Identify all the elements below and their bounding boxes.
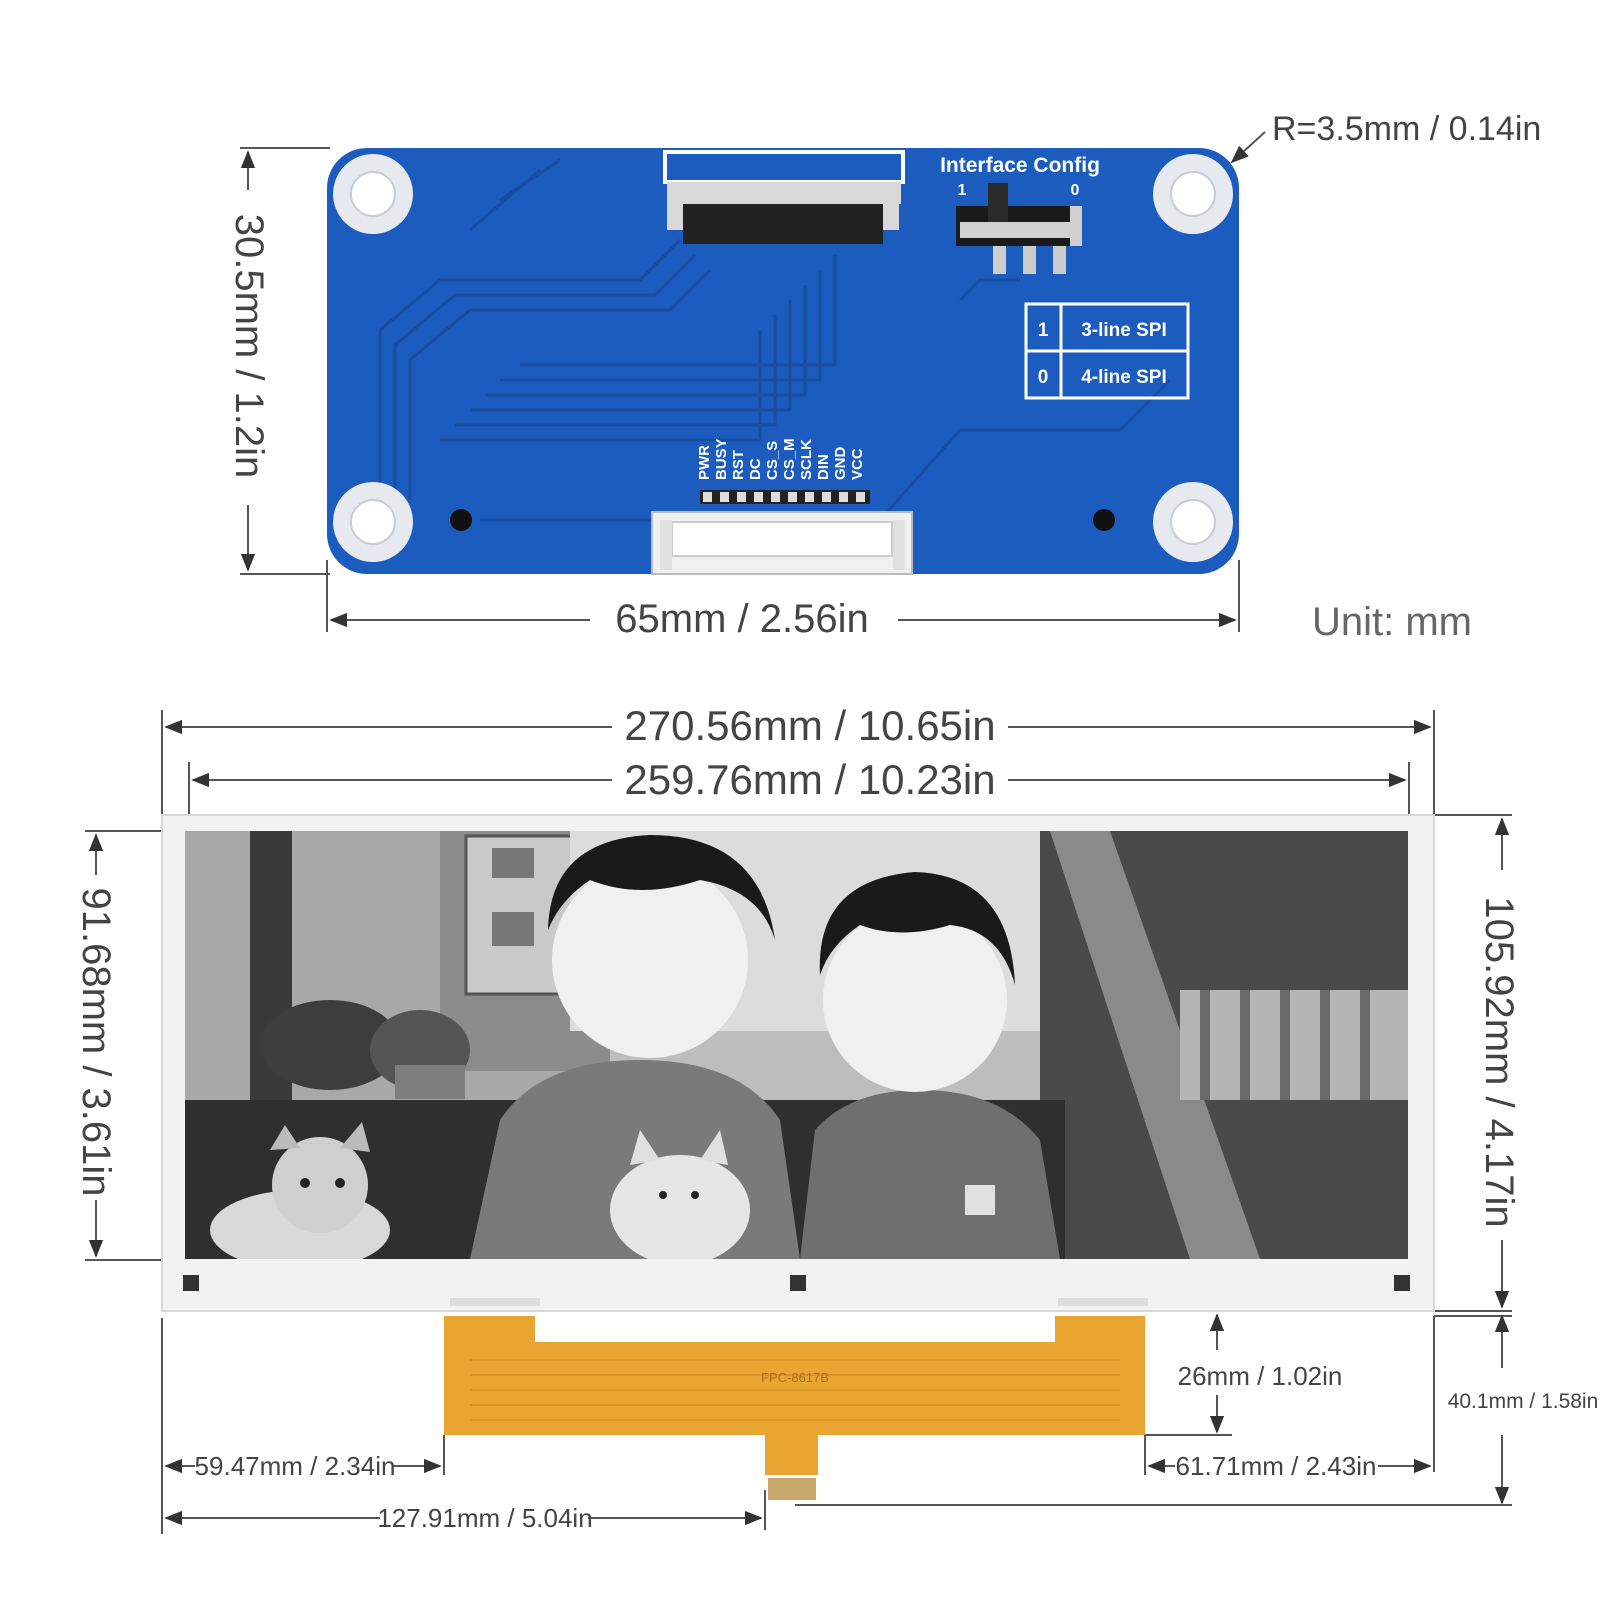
mounting-hole-top-right <box>1153 154 1233 234</box>
panel-corner-marks <box>183 1275 1410 1291</box>
fpc-label: FPC-8617B <box>761 1370 829 1385</box>
pcb <box>327 148 1239 574</box>
mounting-hole-top-left <box>333 154 413 234</box>
spi-row-1-value: 1 <box>1038 320 1049 341</box>
pin-label: DIN <box>815 454 832 480</box>
pin-label: DC <box>747 458 764 480</box>
pin-label: RST <box>730 450 747 480</box>
total-height-label: 40.1mm / 1.58in <box>1448 1390 1599 1413</box>
outline-height-label: 105.92mm / 4.17in <box>1477 896 1521 1227</box>
pin-label: CS_M <box>781 438 798 480</box>
interface-config-label: Interface Config <box>940 154 1100 177</box>
board-width-label: 65mm / 2.56in <box>615 597 868 641</box>
fpc-connector <box>663 150 905 244</box>
fpc-body <box>444 1316 1145 1475</box>
fpc-cable: FPC-8617B <box>444 1316 1145 1500</box>
fpc-length-label: 26mm / 1.02in <box>1178 1361 1343 1391</box>
active-width-label: 259.76mm / 10.23in <box>624 756 995 803</box>
radius-leader <box>1230 131 1266 164</box>
board-dimension-lines <box>240 131 1266 632</box>
switch-position-0: 0 <box>1071 182 1080 199</box>
display-labels: 270.56mm / 10.65in 259.76mm / 10.23in 91… <box>74 702 1598 1533</box>
pin-label: VCC <box>849 448 866 480</box>
pin-label: SCLK <box>798 439 815 480</box>
driver-board: Interface Config 1 0 1 3-line SPI 0 4-li… <box>327 148 1239 575</box>
pin-label: BUSY <box>713 438 730 480</box>
mounting-hole-bottom-right <box>1153 482 1233 562</box>
outline-width-label: 270.56mm / 10.65in <box>624 702 995 749</box>
pin-header <box>651 490 913 575</box>
epaper-panel <box>161 814 1435 1312</box>
spi-mode-table <box>1024 302 1190 400</box>
switch-position-1: 1 <box>958 182 967 199</box>
via-right <box>1093 509 1115 531</box>
mounting-hole-bottom-left <box>333 482 413 562</box>
fpc-tail-offset-label: 127.91mm / 5.04in <box>377 1503 592 1533</box>
pin-labels: PWR BUSY RST DC CS_S CS_M SCLK DIN GND V… <box>696 438 866 480</box>
spi-row-2-mode: 4-line SPI <box>1081 367 1167 388</box>
fpc-right-offset-label: 61.71mm / 2.43in <box>1176 1451 1377 1481</box>
via-left <box>450 509 472 531</box>
pin-label: CS_S <box>764 441 781 480</box>
pin-label: GND <box>832 447 849 481</box>
unit-label: Unit: mm <box>1312 600 1472 644</box>
interface-switch <box>956 183 1082 274</box>
fpc-tail-contacts <box>768 1478 816 1500</box>
spi-row-1-mode: 3-line SPI <box>1081 320 1167 341</box>
corner-radius-label: R=3.5mm / 0.14in <box>1272 110 1541 148</box>
display-image <box>185 831 1408 1259</box>
display-dimension-lines <box>85 710 1512 1534</box>
pin-label: PWR <box>696 445 713 480</box>
spi-row-2-value: 0 <box>1038 367 1049 388</box>
fpc-left-offset-label: 59.47mm / 2.34in <box>195 1451 396 1481</box>
pcb-traces <box>378 158 1172 522</box>
active-height-label: 91.68mm / 3.61in <box>74 887 118 1196</box>
board-height-label: 30.5mm / 1.2in <box>227 214 271 479</box>
